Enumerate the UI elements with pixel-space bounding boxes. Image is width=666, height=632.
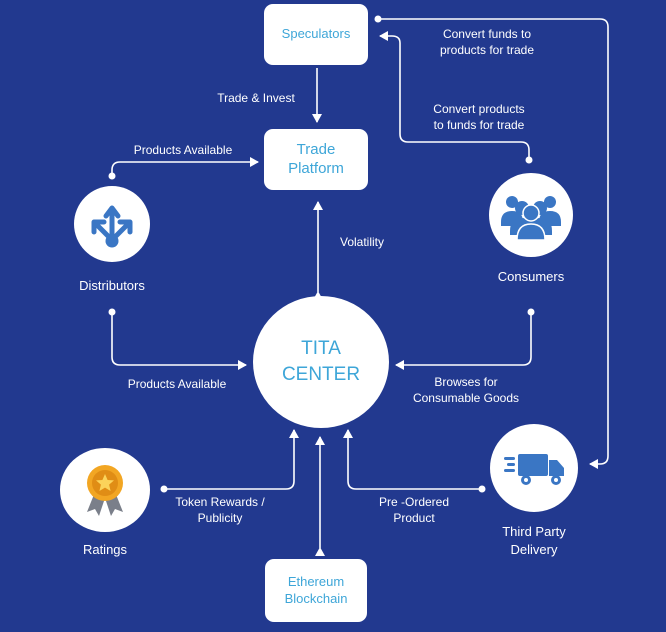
tita-center-node: TITA CENTER bbox=[253, 296, 389, 428]
ratings-node bbox=[60, 448, 150, 532]
trade-platform-node: Trade Platform bbox=[264, 129, 368, 190]
pre-ordered-label: Pre -Ordered Product bbox=[378, 495, 450, 525]
speculators-label: Speculators bbox=[281, 26, 351, 42]
delivery-truck-icon bbox=[504, 454, 564, 485]
edge-convert-products bbox=[379, 31, 530, 160]
edge-browses bbox=[395, 312, 532, 370]
edge-token-rewards bbox=[164, 429, 299, 490]
token-rewards-label: Token Rewards / Publicity bbox=[175, 495, 265, 525]
trade-platform-label: Trade Platform bbox=[288, 140, 344, 177]
ratings-label: Ratings bbox=[82, 542, 128, 557]
convert-products-label: Convert products to funds for trade bbox=[433, 102, 525, 132]
ethereum-blockchain-label: Ethereum Blockchain bbox=[284, 574, 348, 606]
award-badge-icon bbox=[87, 465, 123, 516]
products-available-bottom-label: Products Available bbox=[127, 377, 227, 391]
tita-center-label: TITA CENTER bbox=[281, 338, 361, 385]
edge-products-available-top bbox=[111, 157, 259, 176]
third-party-delivery-node bbox=[490, 424, 578, 512]
edge-convert-funds bbox=[378, 18, 609, 469]
branching-arrows-icon bbox=[91, 205, 133, 248]
products-available-top-label: Products Available bbox=[133, 143, 233, 157]
distributors-node bbox=[74, 186, 150, 262]
trade-invest-label: Trade & Invest bbox=[217, 91, 295, 105]
distributors-label: Distributors bbox=[79, 278, 145, 293]
speculators-node: Speculators bbox=[264, 4, 368, 65]
consumers-label: Consumers bbox=[497, 269, 565, 284]
ethereum-blockchain-node: Ethereum Blockchain bbox=[265, 559, 367, 622]
people-group-icon bbox=[501, 196, 561, 241]
consumers-node bbox=[489, 173, 573, 257]
convert-funds-label: Convert funds to products for trade bbox=[439, 27, 535, 57]
browses-label: Browses for Consumable Goods bbox=[412, 375, 520, 405]
edge-products-available-bottom bbox=[111, 312, 247, 370]
third-party-delivery-label: Third Party Delivery bbox=[502, 524, 566, 557]
edge-pre-ordered bbox=[343, 429, 482, 490]
volatility-label: Volatility bbox=[339, 235, 385, 249]
